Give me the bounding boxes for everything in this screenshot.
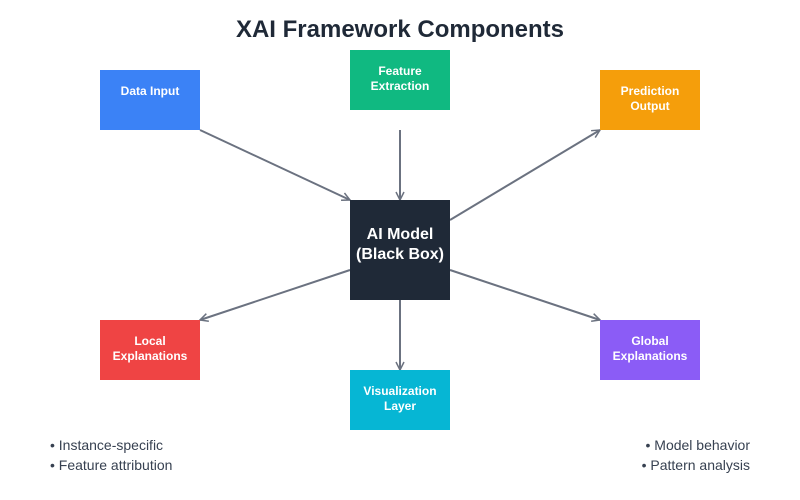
node-visualization-layer: Visualization Layer <box>350 370 450 430</box>
node-feature-extraction: Feature Extraction <box>350 50 450 110</box>
note-item: • Pattern analysis <box>641 457 750 473</box>
node-label: Global Explanations <box>612 334 688 363</box>
note-item: • Model behavior <box>645 437 750 453</box>
node-data-input: Data Input <box>100 70 200 130</box>
arrow-model-to-prediction-output <box>449 130 600 221</box>
arrow-data-input-to-model <box>199 129 350 200</box>
note-item: • Feature attribution <box>50 457 173 473</box>
node-prediction-output: Prediction Output <box>600 70 700 130</box>
node-label: Prediction Output <box>620 84 680 113</box>
node-label: Data Input <box>120 84 180 98</box>
node-label: Feature Extraction <box>370 64 430 93</box>
node-label: Visualization Layer <box>363 384 437 413</box>
arrow-model-to-global-explanations <box>449 269 600 320</box>
note-item: • Instance-specific <box>50 437 164 453</box>
global-explanations-notes: • Model behavior • Pattern analysis <box>642 435 750 475</box>
arrow-model-to-local-explanations <box>200 269 351 320</box>
node-local-explanations: Local Explanations <box>100 320 200 380</box>
local-explanations-notes: • Instance-specific • Feature attributio… <box>50 435 172 475</box>
node-label: Local Explanations <box>112 334 188 363</box>
node-label: AI Model (Black Box) <box>355 226 445 263</box>
node-ai-model: AI Model (Black Box) <box>350 200 450 300</box>
diagram-title: XAI Framework Components <box>235 16 565 43</box>
node-global-explanations: Global Explanations <box>600 320 700 380</box>
